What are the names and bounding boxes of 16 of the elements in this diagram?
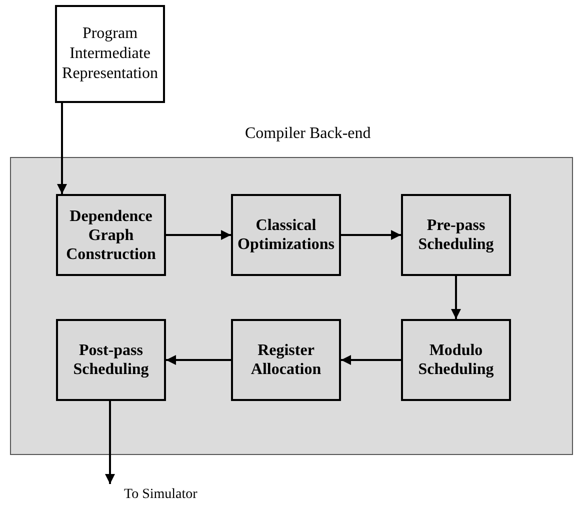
arrow [105,401,115,484]
arrow [166,355,231,365]
arrow [166,230,231,240]
panel-heading: Compiler Back-end [245,125,371,143]
process-box: Post-pass Scheduling [56,319,166,401]
input-box: Program Intermediate Representation [55,5,165,103]
arrow [341,355,401,365]
process-box: Register Allocation [231,319,341,401]
arrow [451,276,461,319]
process-box: Pre-pass Scheduling [401,194,511,276]
process-box: Classical Optimizations [231,194,341,276]
arrow [341,230,401,240]
arrow [57,103,67,194]
process-box: Modulo Scheduling [401,319,511,401]
output-label: To Simulator [124,487,198,503]
process-box: Dependence Graph Construction [56,194,166,276]
